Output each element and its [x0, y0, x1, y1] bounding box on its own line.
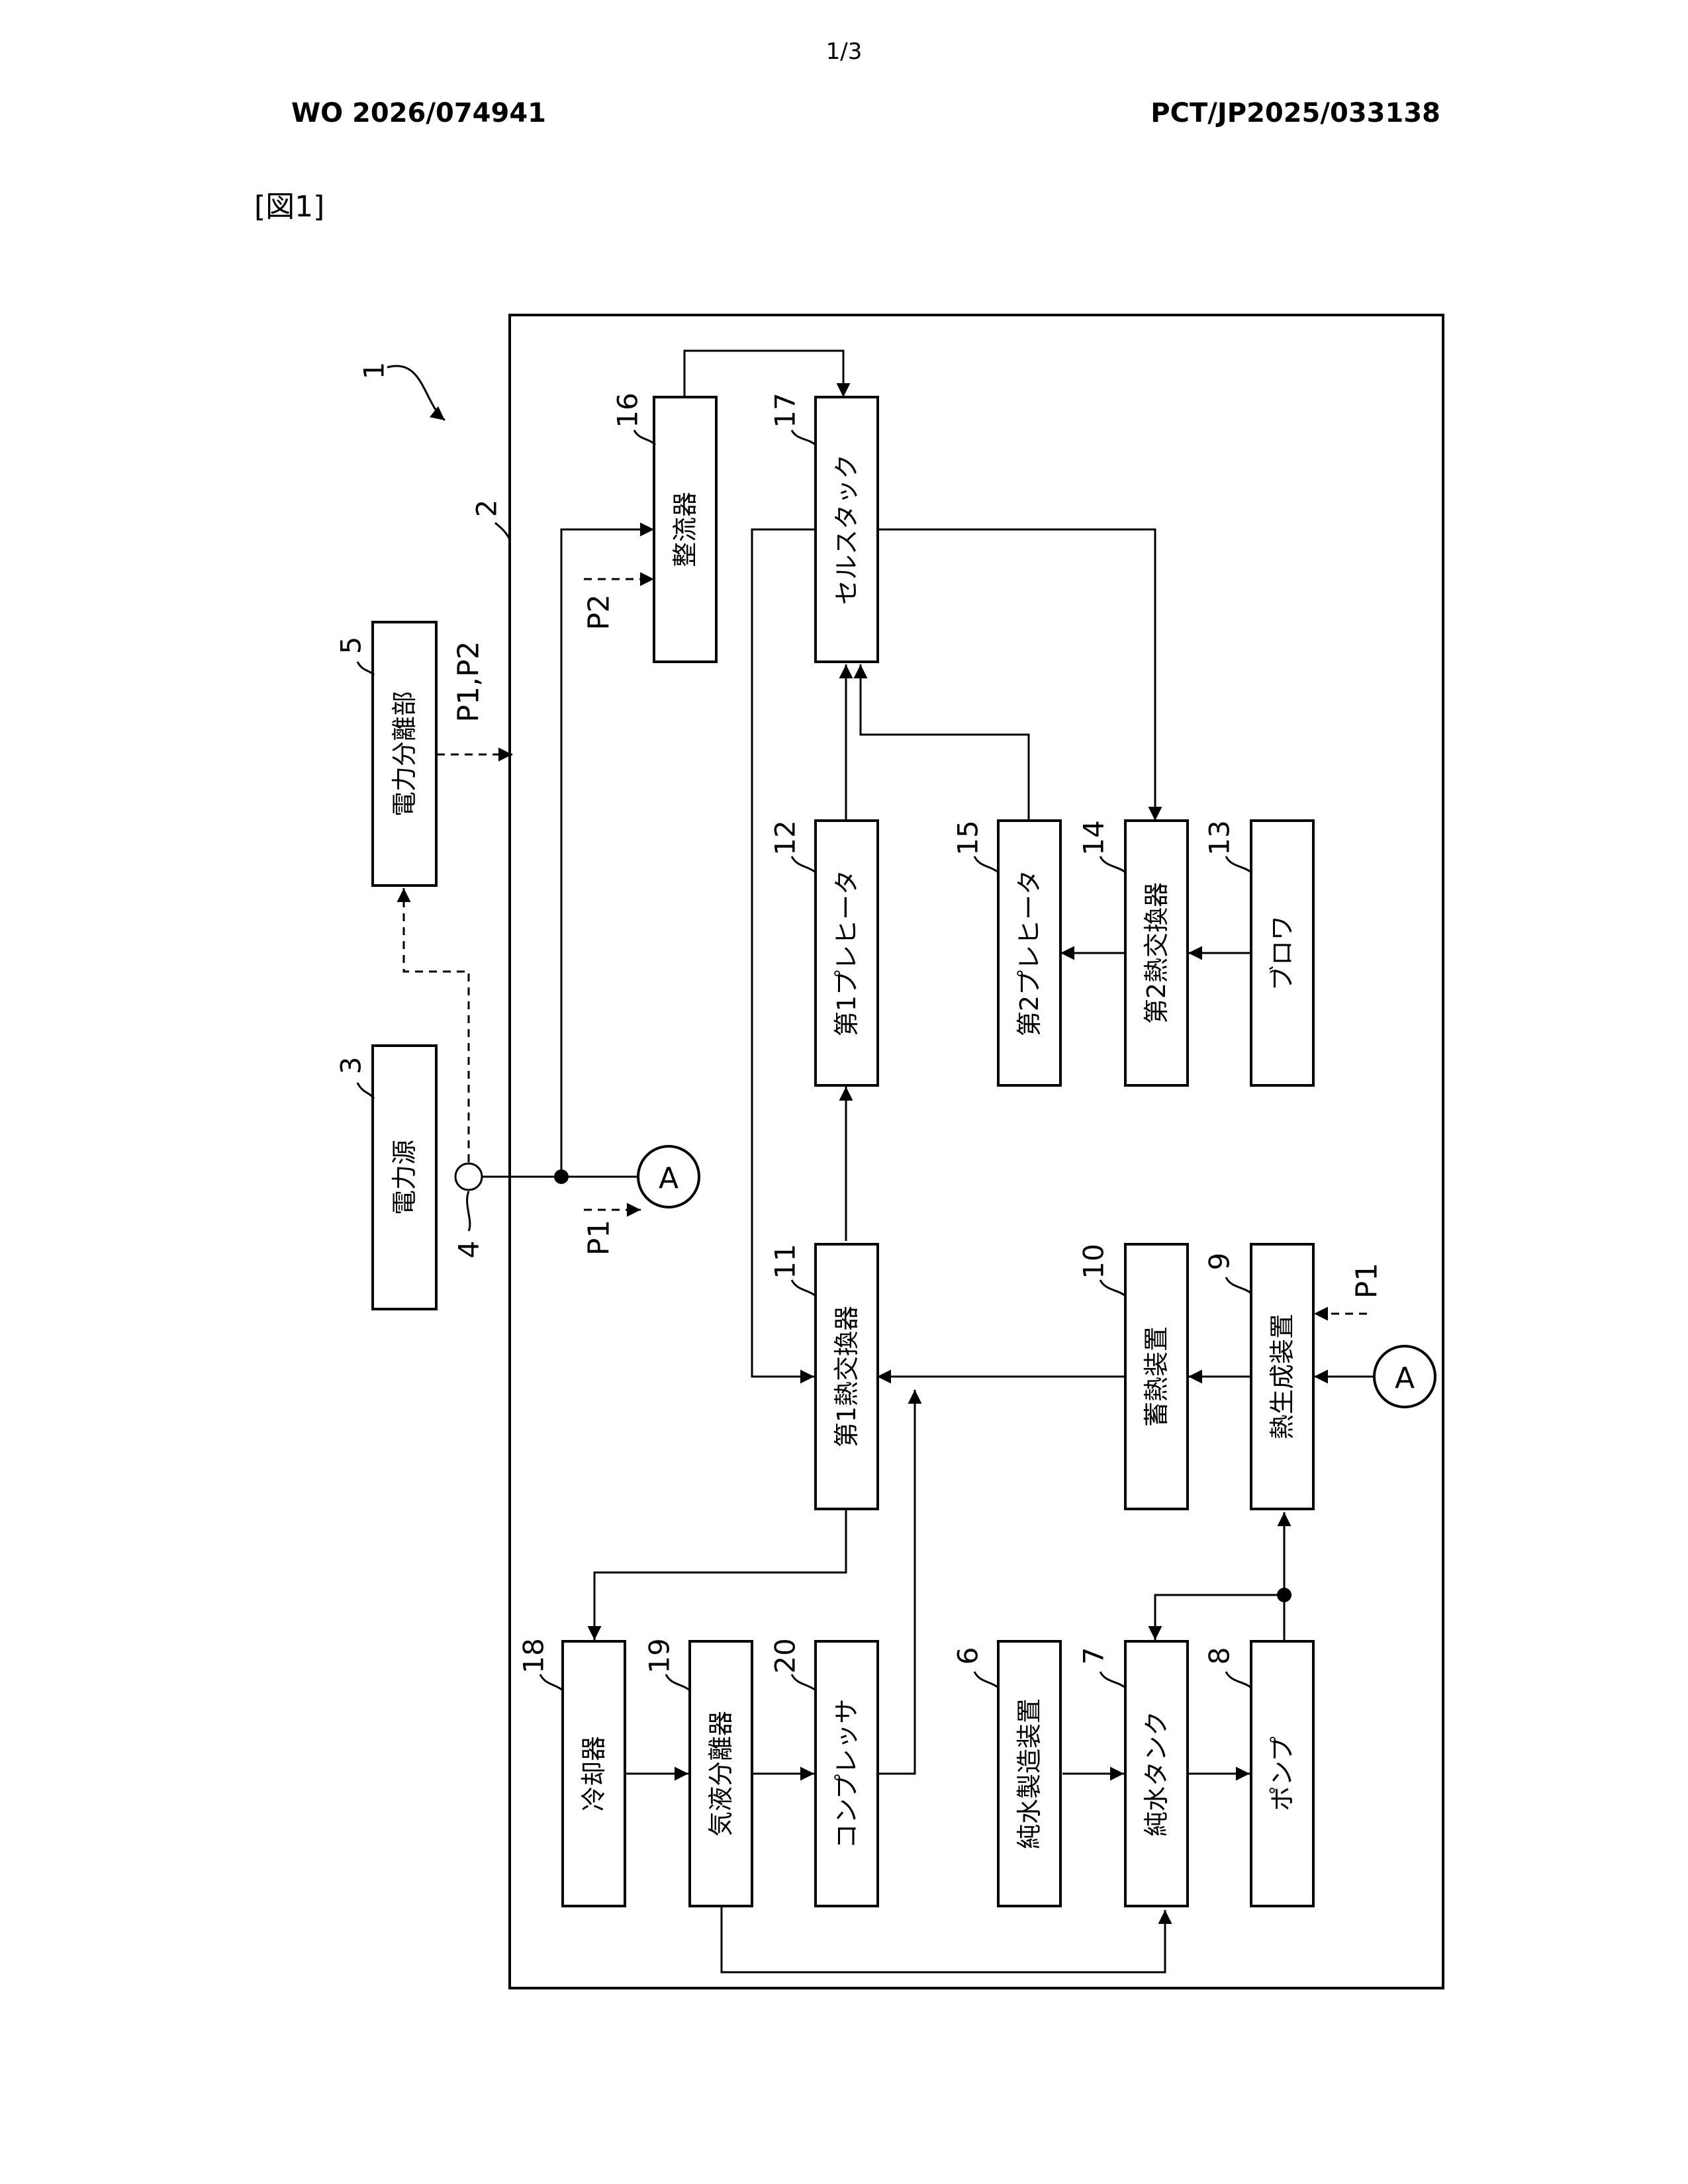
ref-18: 18	[518, 1638, 563, 1690]
ref-11-text: 11	[769, 1244, 802, 1279]
ref-2: 2	[471, 500, 510, 539]
hx1-to-cooler-line	[594, 1510, 846, 1640]
ref-3-text: 3	[335, 1057, 367, 1075]
ref-13-text: 13	[1203, 820, 1236, 855]
cellstack-to-hx2-line	[876, 529, 1155, 821]
ref-17: 17	[769, 392, 816, 445]
power-separator-label: 電力分離部	[390, 691, 419, 817]
second-preheater-label: 第2プレヒータ	[1015, 870, 1044, 1036]
second-heat-exchanger-label: 第2熱交換器	[1142, 882, 1171, 1024]
power-source-label: 電力源	[390, 1140, 419, 1215]
first-preheater-label: 第1プレヒータ	[832, 870, 861, 1036]
ref-18-text: 18	[518, 1638, 550, 1673]
ref-12: 12	[769, 820, 816, 872]
ref-11: 11	[769, 1244, 816, 1296]
first-heat-exchanger-11: 第1熱交換器	[816, 1244, 878, 1509]
gas-liquid-separator-19: 気液分離器	[690, 1641, 752, 1906]
rectifier-16: 整流器	[654, 397, 716, 662]
cooler-label: 冷却器	[579, 1736, 608, 1811]
ref-4-text: 4	[453, 1241, 485, 1259]
signal-p2-label: P2	[583, 594, 616, 631]
ref-14-text: 14	[1078, 820, 1110, 855]
ref-7-text: 7	[1078, 1647, 1110, 1665]
pump-junction-dot	[1277, 1588, 1291, 1602]
cell-stack-label: セルスタック	[832, 454, 861, 605]
connector-a-power: A	[638, 1146, 699, 1207]
heat-storage-label: 蓄熱装置	[1142, 1326, 1171, 1427]
pump-8: ポンプ	[1251, 1641, 1313, 1906]
second-preheater-15: 第2プレヒータ	[998, 821, 1060, 1085]
power-junction-dot	[554, 1169, 569, 1184]
first-heat-exchanger-label: 第1熱交換器	[832, 1306, 861, 1447]
ref-6: 6	[952, 1647, 999, 1688]
ref-10: 10	[1078, 1244, 1126, 1296]
ref-16-text: 16	[612, 392, 644, 428]
ref-5: 5	[335, 637, 375, 675]
ref-20-text: 20	[769, 1638, 802, 1673]
power-source-3: 電力源	[373, 1046, 436, 1309]
cell-stack-17: セルスタック	[816, 397, 878, 662]
pump-return-to-tank-line	[1155, 1595, 1284, 1640]
ref-19-text: 19	[643, 1638, 676, 1673]
ref-4: 4	[453, 1191, 485, 1258]
blower-13: ブロワ	[1251, 821, 1313, 1085]
gas-liquid-separator-label: 気液分離器	[706, 1711, 735, 1837]
ref-15-text: 15	[952, 820, 984, 855]
signal-p1p2-label: P1,P2	[452, 641, 486, 722]
ref-8-text: 8	[1203, 1647, 1236, 1665]
ref-2-text: 2	[471, 500, 503, 518]
pure-water-producer-label: 純水製造装置	[1015, 1698, 1044, 1849]
ref-14: 14	[1078, 820, 1126, 872]
first-preheater-12: 第1プレヒータ	[816, 821, 878, 1085]
rectifier-to-cellstack-line	[684, 351, 843, 397]
compressor-to-hx1-line	[878, 1390, 915, 1774]
cooler-18: 冷却器	[563, 1641, 625, 1906]
rectifier-label: 整流器	[671, 492, 700, 567]
heat-storage-10: 蓄熱装置	[1125, 1244, 1188, 1509]
power-separator-5: 電力分離部	[373, 622, 436, 886]
connector-a-power-label: A	[659, 1161, 679, 1195]
connector-a-heat-label: A	[1395, 1361, 1415, 1395]
ref-20: 20	[769, 1638, 816, 1690]
compressor-label: コンプレッサ	[832, 1699, 861, 1849]
pure-water-producer-6: 純水製造装置	[998, 1641, 1060, 1906]
ref-5-text: 5	[335, 637, 367, 655]
pump-label: ポンプ	[1268, 1737, 1297, 1811]
ref-6-text: 6	[952, 1647, 984, 1665]
ref-9: 9	[1203, 1253, 1252, 1293]
ref-17-text: 17	[769, 392, 802, 428]
ref-1-text: 1	[358, 362, 391, 380]
heat-generator-9: 熱生成装置	[1251, 1244, 1313, 1509]
connector-a-heat: A	[1374, 1346, 1435, 1407]
signal-p1-source-label: P1	[583, 1220, 616, 1256]
blower-label: ブロワ	[1268, 915, 1297, 991]
pure-water-tank-7: 純水タンク	[1125, 1641, 1188, 1906]
power-sensor-4	[455, 1163, 482, 1190]
signal-p1-heat-label: P1	[1350, 1263, 1384, 1299]
ref-15: 15	[952, 820, 999, 872]
second-heat-exchanger-14: 第2熱交換器	[1125, 821, 1188, 1085]
separator-to-tank-line	[722, 1907, 1165, 1972]
ref-3: 3	[335, 1057, 375, 1099]
ref-8: 8	[1203, 1647, 1252, 1688]
ref-7: 7	[1078, 1647, 1126, 1688]
pure-water-tank-label: 純水タンク	[1142, 1711, 1171, 1837]
ref-9-text: 9	[1203, 1253, 1236, 1271]
ref-1: 1	[358, 362, 445, 420]
preheater2-to-cellstack-line	[861, 664, 1029, 821]
ref-12-text: 12	[769, 820, 802, 855]
compressor-20: コンプレッサ	[816, 1641, 878, 1906]
ref-19: 19	[643, 1638, 690, 1690]
ref-10-text: 10	[1078, 1244, 1110, 1279]
heat-generator-label: 熱生成装置	[1268, 1314, 1297, 1439]
ref-13: 13	[1203, 820, 1252, 872]
ref-16: 16	[612, 392, 656, 445]
